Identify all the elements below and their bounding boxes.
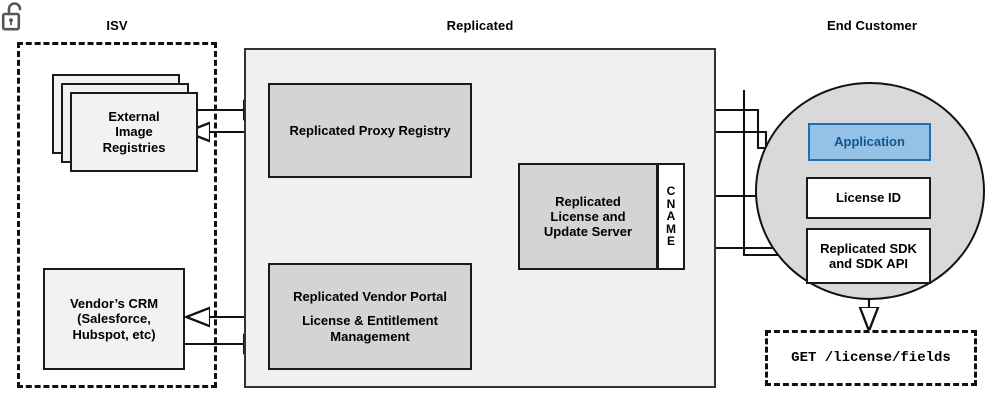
cname-letter-a: A (666, 209, 676, 224)
node-external-image-registries[interactable]: External Image Registries (70, 92, 198, 172)
unlocked-padlock-icon (1, 2, 22, 31)
sdk-line-1: Replicated SDK (820, 240, 917, 256)
node-license-and-update-server[interactable]: Replicated License and Update Server (518, 163, 658, 270)
registries-line-1: External (108, 109, 160, 124)
application-label: Application (834, 134, 905, 150)
cname-letter-c: C (666, 184, 676, 199)
license-server-line-3: Update Server (543, 224, 633, 240)
vendor-portal-line-3: Management (330, 328, 410, 344)
crm-line-2: (Salesforce, (77, 311, 151, 327)
column-header-end-customer: End Customer (826, 18, 918, 33)
license-server-line-1: Replicated (555, 193, 621, 209)
node-replicated-sdk[interactable]: Replicated SDK and SDK API (806, 228, 931, 284)
node-api-call[interactable]: GET /license/fields (765, 330, 977, 386)
registries-line-2: Image (115, 124, 153, 140)
node-replicated-proxy-registry[interactable]: Replicated Proxy Registry (268, 83, 472, 178)
sdk-line-2: and SDK API (829, 256, 908, 271)
cname-letter-m: M (666, 221, 676, 236)
vendor-portal-line-1: Replicated Vendor Portal (293, 289, 447, 304)
registries-line-3: Registries (102, 139, 166, 155)
cname-letter-n: N (666, 196, 676, 211)
node-license-id[interactable]: License ID (806, 177, 931, 219)
node-replicated-vendor-portal[interactable]: Replicated Vendor Portal License & Entit… (268, 263, 472, 370)
cname-letter-e: E (666, 234, 675, 249)
isv-boundary (17, 42, 217, 388)
node-cname[interactable]: C N A M E (657, 163, 685, 270)
license-id-label: License ID (835, 190, 902, 206)
license-server-line-2: License and (550, 208, 626, 224)
column-header-replicated: Replicated (446, 18, 514, 33)
node-application[interactable]: Application (808, 123, 931, 161)
proxy-registry-label: Replicated Proxy Registry (289, 122, 451, 138)
column-header-isv: ISV (106, 18, 128, 33)
vendor-portal-line-2: License & Entitlement (302, 313, 438, 329)
api-call-label: GET /license/fields (791, 349, 951, 366)
crm-line-3: Hubspot, etc) (72, 326, 156, 342)
node-vendor-crm[interactable]: Vendor’s CRM (Salesforce, Hubspot, etc) (43, 268, 185, 370)
crm-line-1: Vendor’s CRM (69, 296, 159, 311)
